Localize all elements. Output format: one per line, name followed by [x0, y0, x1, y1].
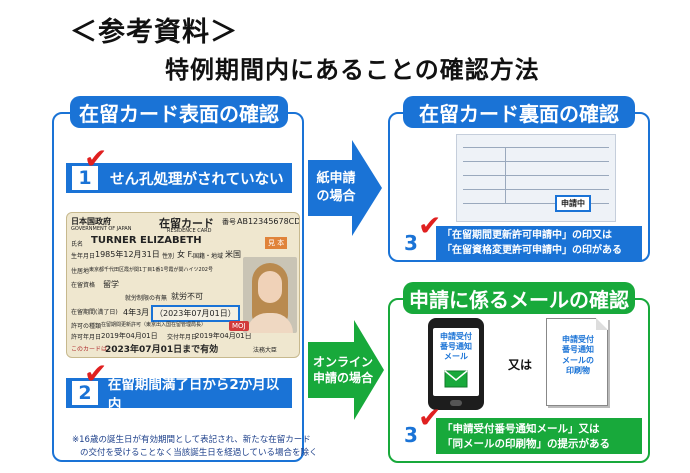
mail-step3-bar: 「申請受付番号通知メール」又は 「同メールの印刷物」の提示がある	[436, 418, 642, 454]
card-perm-date: 2019年04月01日	[101, 332, 158, 340]
card-number-label: 番号	[222, 218, 236, 226]
page-subtitle: 特例期間内にあることの確認方法	[165, 56, 540, 84]
photo-shoulders	[247, 313, 293, 333]
card-perm-label: 許可の種類	[71, 323, 102, 330]
card-back-line	[463, 175, 609, 176]
step2-text: 在留期間満了日から2か月以内	[107, 377, 280, 413]
card-number: AB12345678CD	[237, 217, 300, 226]
back-step3-number: 3	[404, 231, 418, 255]
step2-number: 2	[72, 381, 98, 405]
card-photo	[243, 257, 297, 333]
card-period-label: 在留期間(満了日)	[71, 309, 118, 316]
photo-face	[258, 271, 282, 303]
card-sex: 女 F.	[177, 250, 194, 259]
card-country-en: GOVERNMENT OF JAPAN	[71, 226, 132, 232]
right-arrow-icon	[308, 140, 382, 236]
back-step3-bar: 「在留期間更新許可申請中」の印又は 「在留資格変更許可申請中」の印がある	[436, 226, 642, 260]
step1-number: 1	[72, 166, 98, 190]
step1-text: せん孔処理がされていない	[110, 171, 284, 188]
card-status-label: 在留資格	[71, 282, 96, 289]
paper-route-label: 紙申請 の場合	[316, 171, 356, 204]
note-line-1: ※16歳の誕生日が有効期間として表記され、新たな在留カード	[72, 435, 311, 445]
card-valid-label: このカードは	[71, 346, 108, 353]
mail-step3-number: 3	[404, 423, 418, 447]
card-name-label: 氏名	[71, 241, 84, 248]
card-nationality: 米国	[225, 250, 241, 259]
step1-bar: 1 せん孔処理がされていない	[66, 163, 292, 193]
mail-panel-tab: 申請に係るメールの確認	[403, 282, 635, 314]
phone-mail-text: 申請受付 番号通知 メール	[440, 332, 472, 361]
card-issue-date: 2019年04月01日	[195, 332, 252, 340]
card-dob-label: 生年月日	[71, 253, 96, 260]
step2-bar: 2 在留期間満了日から2か月以内	[66, 377, 292, 413]
card-country: 日本国政府	[71, 217, 111, 226]
card-address: 東京都千代田区霞が関1丁目1番1号霞が関ハイツ202号	[89, 267, 213, 273]
card-title: 在留カード	[159, 217, 214, 230]
check-mark-icon: ✔	[418, 209, 442, 242]
card-perm: 在留期間更新許可（東京出入国在留管理局長）	[101, 322, 207, 328]
moj-mark: MOJ	[229, 321, 249, 331]
card-address-label: 住居地	[71, 268, 90, 275]
phone-home-button	[450, 400, 462, 406]
card-back-line	[463, 203, 609, 204]
phone-screen: 申請受付 番号通知 メール	[433, 328, 479, 396]
document-text: 申請受付 番号通知 メールの 印刷物	[562, 335, 594, 376]
residence-card: 日本国政府 GOVERNMENT OF JAPAN 在留カード RESIDENC…	[66, 212, 300, 358]
page-title: ＜参考資料＞	[70, 17, 238, 48]
card-period: 4年3月	[123, 308, 150, 317]
card-back-divider	[505, 147, 506, 203]
or-text: 又は	[508, 358, 533, 372]
card-status: 留学	[103, 280, 119, 289]
card-back-stamp: 申請中	[555, 195, 591, 212]
front-panel-tab: 在留カード表面の確認	[70, 96, 288, 128]
check-mark-icon: ✔	[84, 142, 108, 175]
card-work-label: 就労制限の有無	[125, 295, 168, 302]
envelope-icon	[444, 370, 468, 388]
card-sex-label: 性別	[162, 253, 175, 260]
card-perm-date-label: 許可年月日	[71, 334, 102, 341]
smartphone-icon: 申請受付 番号通知 メール	[428, 318, 484, 410]
document-icon: 申請受付 番号通知 メールの 印刷物	[546, 318, 608, 406]
check-mark-icon: ✔	[418, 401, 442, 434]
card-name: TURNER ELIZABETH	[91, 235, 202, 246]
card-period-date: （2023年07月01日）	[151, 305, 240, 322]
back-panel-tab: 在留カード裏面の確認	[403, 96, 635, 128]
card-sample-stamp: 見 本	[265, 237, 288, 249]
document-fold	[596, 318, 608, 330]
right-arrow-icon	[308, 320, 384, 420]
card-title-en: RESIDENCE CARD	[167, 228, 212, 234]
card-issue-date-label: 交付年月日	[167, 334, 198, 341]
card-nationality-label: 国籍・地域	[193, 253, 224, 260]
note-line-2: の交付を受けることなく当該誕生日を経過している場合を除く	[80, 448, 318, 458]
online-route-label: オンライン 申請の場合	[312, 355, 373, 386]
card-dob: 1985年12月31日	[95, 250, 160, 259]
card-back-line	[463, 161, 609, 162]
card-work: 就労不可	[171, 292, 203, 301]
check-mark-icon: ✔	[84, 357, 108, 390]
card-issuer: 法務大臣	[253, 347, 278, 354]
card-back-line	[463, 189, 609, 190]
card-back-image: 申請中	[456, 134, 616, 222]
card-valid: 2023年07月01日まで有効	[105, 345, 219, 355]
card-back-line	[463, 147, 609, 148]
